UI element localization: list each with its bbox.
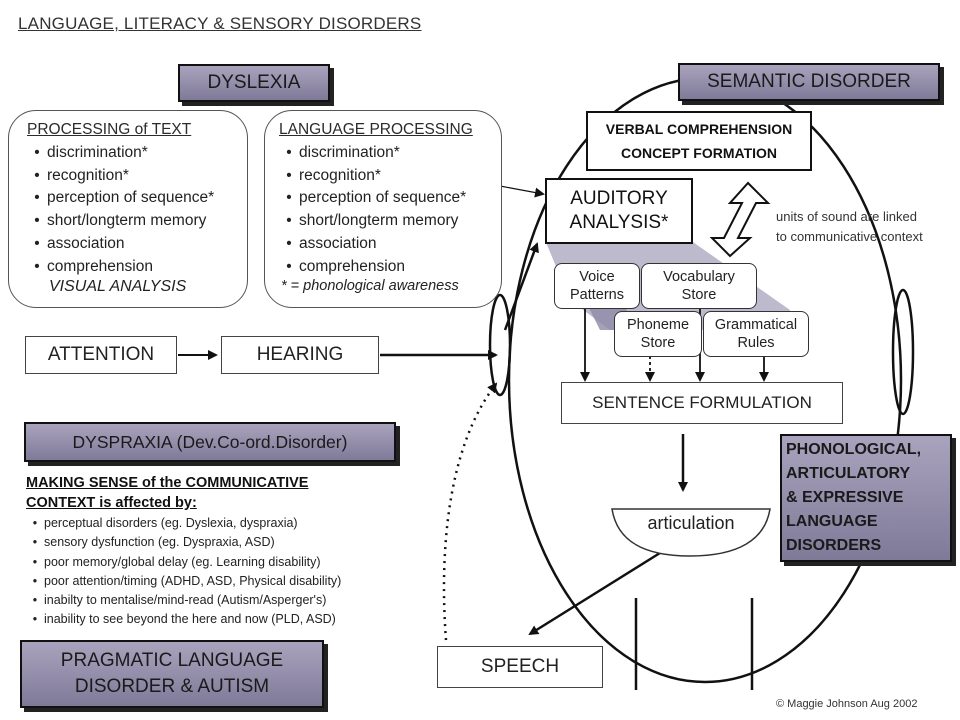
- grammatical-rules-store: Grammatical Rules: [703, 311, 809, 357]
- articulation-bowl: [611, 508, 771, 557]
- visual-analysis-label: VISUAL ANALYSIS: [49, 278, 187, 296]
- list-item: association: [27, 233, 247, 256]
- phoneme-line-1: Phoneme: [626, 317, 690, 333]
- sentence-label: SENTENCE FORMULATION: [592, 393, 812, 412]
- semantic-label: SEMANTIC DISORDER: [707, 71, 911, 92]
- phonological-line-5: DISORDERS: [786, 537, 882, 554]
- context-heading-2: CONTEXT is affected by:: [26, 495, 197, 511]
- speech-box: SPEECH: [437, 646, 603, 688]
- communicative-context-section: MAKING SENSE of the COMMUNICATIVE CONTEX…: [26, 474, 426, 630]
- sentence-formulation-box: SENTENCE FORMULATION: [561, 382, 843, 424]
- auditory-analysis-box: AUDITORY ANALYSIS*: [545, 178, 693, 244]
- vocabulary-line-2: Store: [681, 287, 717, 303]
- phonological-line-4: LANGUAGE: [786, 513, 878, 530]
- list-item: comprehension: [279, 256, 501, 279]
- list-item: perception of sequence*: [279, 187, 501, 210]
- units-note-line-2: to communicative context: [776, 229, 923, 244]
- list-item: recognition*: [279, 165, 501, 188]
- dyslexia-header: DYSLEXIA: [178, 64, 330, 102]
- right-ear: [891, 288, 915, 416]
- speech-label: SPEECH: [480, 656, 560, 677]
- attention-box: ATTENTION: [25, 336, 177, 374]
- list-item: poor memory/global delay (eg. Learning d…: [26, 553, 426, 572]
- semantic-disorder-header: SEMANTIC DISORDER: [678, 63, 940, 101]
- page-title: LANGUAGE, LITERACY & SENSORY DISORDERS: [18, 14, 422, 33]
- articulation-label: articulation: [647, 513, 735, 533]
- list-item: discrimination*: [279, 142, 501, 165]
- voice-patterns-store: Voice Patterns: [554, 263, 640, 309]
- list-item: discrimination*: [27, 142, 247, 165]
- hearing-label: HEARING: [256, 344, 344, 365]
- left-ear: [488, 293, 512, 397]
- list-item: short/longterm memory: [27, 210, 247, 233]
- pragmatic-line-1: PRAGMATIC LANGUAGE: [60, 650, 284, 671]
- list-item: inabilty to mentalise/mind-read (Autism/…: [26, 591, 426, 610]
- attention-label: ATTENTION: [47, 344, 155, 365]
- verbal-line-1: VERBAL COMPREHENSION: [605, 121, 793, 137]
- auditory-line-2: ANALYSIS*: [569, 212, 669, 233]
- hearing-box: HEARING: [221, 336, 379, 374]
- double-arrow-icon: [709, 181, 771, 258]
- verbal-comprehension-box: VERBAL COMPREHENSION CONCEPT FORMATION: [586, 111, 812, 171]
- phonological-line-1: PHONOLOGICAL,: [786, 441, 922, 458]
- phonological-awareness-note: * = phonological awareness: [281, 278, 459, 295]
- grammatical-line-2: Rules: [737, 335, 775, 351]
- list-item: association: [279, 233, 501, 256]
- list-item: poor attention/timing (ADHD, ASD, Physic…: [26, 572, 426, 591]
- phonological-line-2: ARTICULATORY: [786, 465, 911, 482]
- vocabulary-line-1: Vocabulary: [663, 269, 735, 285]
- list-item: recognition*: [27, 165, 247, 188]
- pragmatic-line-2: DISORDER & AUTISM: [74, 676, 270, 697]
- list-item: perception of sequence*: [27, 187, 247, 210]
- grammatical-line-1: Grammatical: [714, 317, 798, 333]
- phonological-line-3: & EXPRESSIVE: [786, 489, 904, 506]
- language-processing-title: LANGUAGE PROCESSING: [279, 121, 473, 138]
- phonological-header: PHONOLOGICAL, ARTICULATORY & EXPRESSIVE …: [780, 434, 952, 562]
- voice-line-2: Patterns: [570, 287, 624, 303]
- verbal-line-2: CONCEPT FORMATION: [620, 145, 778, 161]
- copyright-note: © Maggie Johnson Aug 2002: [776, 698, 918, 710]
- pragmatic-header: PRAGMATIC LANGUAGE DISORDER & AUTISM: [20, 640, 324, 708]
- list-item: perceptual disorders (eg. Dyslexia, dysp…: [26, 514, 426, 533]
- dyspraxia-label: DYSPRAXIA (Dev.Co-ord.Disorder): [72, 431, 348, 452]
- list-item: sensory dysfunction (eg. Dyspraxia, ASD): [26, 533, 426, 552]
- list-item: inability to see beyond the here and now…: [26, 610, 426, 629]
- units-note: units of sound are linked to communicati…: [776, 207, 923, 247]
- voice-line-1: Voice: [579, 269, 615, 285]
- phoneme-line-2: Store: [640, 335, 676, 351]
- phoneme-store: Phoneme Store: [614, 311, 702, 357]
- units-note-line-1: units of sound are linked: [776, 209, 917, 224]
- processing-text-panel: PROCESSING of TEXT discrimination* recog…: [8, 110, 248, 308]
- context-heading-1: MAKING SENSE of the COMMUNICATIVE: [26, 475, 309, 491]
- dyspraxia-header: DYSPRAXIA (Dev.Co-ord.Disorder): [24, 422, 396, 462]
- dyslexia-label: DYSLEXIA: [207, 72, 301, 93]
- list-item: short/longterm memory: [279, 210, 501, 233]
- list-item: comprehension: [27, 256, 247, 279]
- vocabulary-store: Vocabulary Store: [641, 263, 757, 309]
- language-processing-panel: LANGUAGE PROCESSING discrimination* reco…: [264, 110, 502, 308]
- auditory-line-1: AUDITORY: [570, 188, 668, 209]
- processing-text-title: PROCESSING of TEXT: [27, 121, 192, 138]
